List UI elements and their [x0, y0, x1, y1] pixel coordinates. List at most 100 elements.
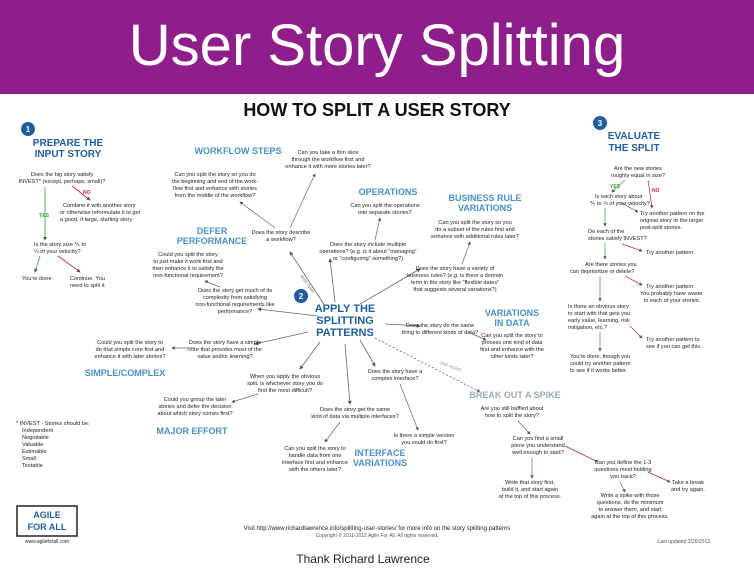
- evaluate-a5-l2: see if you can get this.: [646, 344, 702, 350]
- interface-q3-l2: handle data from one: [289, 453, 342, 459]
- spike-q3-l1: Write that story first,: [505, 480, 555, 486]
- spike-q5-l1: Write a spike with those: [601, 493, 660, 499]
- evaluate-q2-l2: ⅙ to ½ of your velocity?: [590, 200, 650, 207]
- prepare-no: NO: [83, 190, 91, 196]
- simple-q1-l3: enhance it with later stories?: [95, 354, 166, 360]
- evaluate-done-l2: could try another pattern: [570, 361, 631, 367]
- step-1-title-l2: INPUT STORY: [35, 149, 102, 160]
- interface-q2-l1: Does the story get the same: [320, 407, 390, 413]
- workflow-q3-l1: Does the story describe: [252, 230, 311, 236]
- defer-q1-l2: to just make it work first and: [153, 259, 222, 265]
- evaluate-q1-l2: roughly equal in size?: [611, 173, 665, 179]
- variations-q1-l2: thing to different kinds of data?: [402, 330, 478, 336]
- evaluate-q5-l3: early value, learning, risk: [568, 318, 630, 324]
- invest-item-2: Negotiable: [22, 435, 49, 441]
- workflow-q2-l3: enhance it with more stories later?: [285, 164, 370, 170]
- simple-q2-l1: Does the story have a simple: [189, 340, 261, 346]
- evaluate-a2-l1: Try another pattern on the: [640, 211, 704, 217]
- step-3-number: 3: [598, 119, 603, 128]
- spike-q6-l1: Take a break: [672, 480, 704, 486]
- banner-title: User Story Splitting: [128, 13, 626, 78]
- evaluate-q5-l1: Is there an obvious story: [568, 304, 629, 310]
- spike-q4-l3: you back?: [610, 474, 636, 480]
- evaluate-q4-l2: can deprioritize or delete?: [570, 269, 634, 275]
- business-label-l1: BUSINESS RULE: [448, 193, 521, 203]
- evaluate-q1-l1: Are the new stories: [614, 166, 662, 172]
- prepare-yes: YES: [39, 213, 50, 219]
- title-banner: User Story Splitting: [0, 0, 754, 94]
- variations-q2-l2: process one kind of data: [482, 340, 544, 346]
- workflow-q1-l3: flow first and enhance with stories: [173, 186, 257, 192]
- prepare-q1-l1: Does the big story satisfy: [31, 172, 94, 178]
- workflow-label: WORKFLOW STEPS: [195, 146, 282, 156]
- evaluate-a2-l3: post-split stories.: [640, 225, 682, 231]
- footer-copyright: Copyright © 2011-2013 Agile For All. All…: [315, 532, 438, 539]
- variations-q2-l1: Can you split the story to: [481, 333, 543, 339]
- evaluate-a3-l1: Try another pattern.: [646, 250, 695, 256]
- defer-q2-l2: complexity from satisfying: [203, 295, 267, 301]
- major-q2-l3: first the most difficult?: [258, 388, 312, 394]
- step-2-title-l3: PATTERNS: [316, 327, 374, 339]
- prepare-cont-l1: Continue. You: [70, 276, 105, 282]
- major-label: MAJOR EFFORT: [157, 426, 229, 436]
- step-3-badge: [593, 116, 607, 130]
- interface-q4-l1: Is there a simple version: [394, 433, 455, 439]
- operations-label: OPERATIONS: [359, 187, 418, 197]
- major-q1-l1: Could you group the later: [164, 397, 227, 403]
- agile-for-all-logo: [16, 505, 78, 537]
- workflow-q1-l1: Can you split the story so you do: [174, 172, 255, 178]
- spike-q1-l1: Are you still baffled about: [481, 406, 544, 412]
- defer-q1-l4: non-functional requirement?: [153, 273, 223, 279]
- major-q2-l1: When you apply the obvious: [250, 374, 320, 380]
- step-1-title-l1: PREPARE THE: [33, 138, 104, 149]
- spike-q2-l3: well enough to start?: [511, 450, 564, 456]
- prepare-done: You're done.: [22, 276, 53, 282]
- variations-q2-l3: first and enhance with the: [480, 347, 544, 353]
- business-q2-l1: Does the story have a variety of: [416, 266, 495, 272]
- prepare-combine-l1: Combine it with another story: [63, 203, 136, 209]
- evaluate-a4-l1: Try another pattern.: [646, 284, 695, 290]
- prepare-combine-l3: a good, if large, starting story.: [60, 217, 134, 223]
- step-2-title-l2: SPLITTING: [316, 315, 373, 327]
- step-2-number: 2: [299, 292, 304, 301]
- step-1-badge: [21, 122, 35, 136]
- operations-q1-l2: into separate stories?: [358, 210, 411, 216]
- spike-q3-l3: at the top of this process.: [499, 494, 562, 500]
- spike-q6-l2: and try again.: [671, 487, 705, 493]
- business-q1-l3: enhance with additional rules later?: [431, 234, 519, 240]
- evaluate-done-l3: to see if it works better.: [570, 368, 628, 374]
- prepare-q2-l1: Is the story size ⅙ to: [34, 242, 86, 248]
- evaluate-q5-l4: mitigation, etc.?: [568, 325, 607, 331]
- variations-q1-l1: Does the story do the same: [406, 323, 474, 329]
- prepare-combine-l2: or otherwise reformulate it to get: [60, 210, 141, 216]
- last-resort-label: last resort: [439, 360, 462, 373]
- spike-q2-l1: Can you find a small: [513, 436, 564, 442]
- business-q1-l1: Can you split the story so you: [438, 220, 511, 226]
- spike-q4-l2: questions most holding: [594, 467, 651, 473]
- interface-label-l1: INTERFACE: [354, 448, 405, 458]
- operations-q1-l1: Can you split the operations: [350, 203, 420, 209]
- interface-q2-l2: kind of data via multiple interfaces?: [311, 414, 398, 420]
- evaluate-yes: YES: [610, 184, 621, 190]
- interface-q3-l4: with the others later?: [288, 467, 341, 473]
- spike-q3-l2: build it, and start again: [502, 487, 558, 493]
- business-q2-l4: that suggests several variations?): [413, 287, 496, 293]
- workflow-q3-l2: a workflow?: [266, 237, 296, 243]
- simple-q1-l2: do that simple core first and: [96, 347, 165, 353]
- evaluate-done-l1: You're done, though you: [570, 354, 630, 360]
- defer-q1-l3: then enhance it to satisfy the: [152, 266, 223, 272]
- interface-q1-l2: complex interface?: [372, 376, 419, 382]
- prepare-cont-l2: need to split it.: [70, 283, 107, 289]
- defer-label-l2: PERFORMANCE: [177, 236, 248, 246]
- evaluate-q3-l1: Do each of the: [588, 229, 624, 235]
- invest-title: * INVEST - Stories should be:: [16, 421, 90, 427]
- evaluate-q4-l1: Are there stories you: [585, 262, 637, 268]
- prepare-q1-l2: INVEST* (except, perhaps, small)?: [19, 179, 106, 185]
- simple-label: SIMPLE/COMPLEX: [85, 368, 166, 378]
- business-q1-l2: do a subset of the rules first and: [435, 227, 515, 233]
- simple-q1-l1: Could you split the story to: [97, 340, 163, 346]
- simple-q2-l3: value and/or learning?: [197, 354, 252, 360]
- flowchart: HOW TO SPLIT A USER STORY 1 PREPARE THE …: [16, 100, 710, 566]
- spike-label: BREAK OUT A SPIKE: [469, 390, 560, 400]
- diagram-canvas: HOW TO SPLIT A USER STORY 1 PREPARE THE …: [0, 94, 754, 568]
